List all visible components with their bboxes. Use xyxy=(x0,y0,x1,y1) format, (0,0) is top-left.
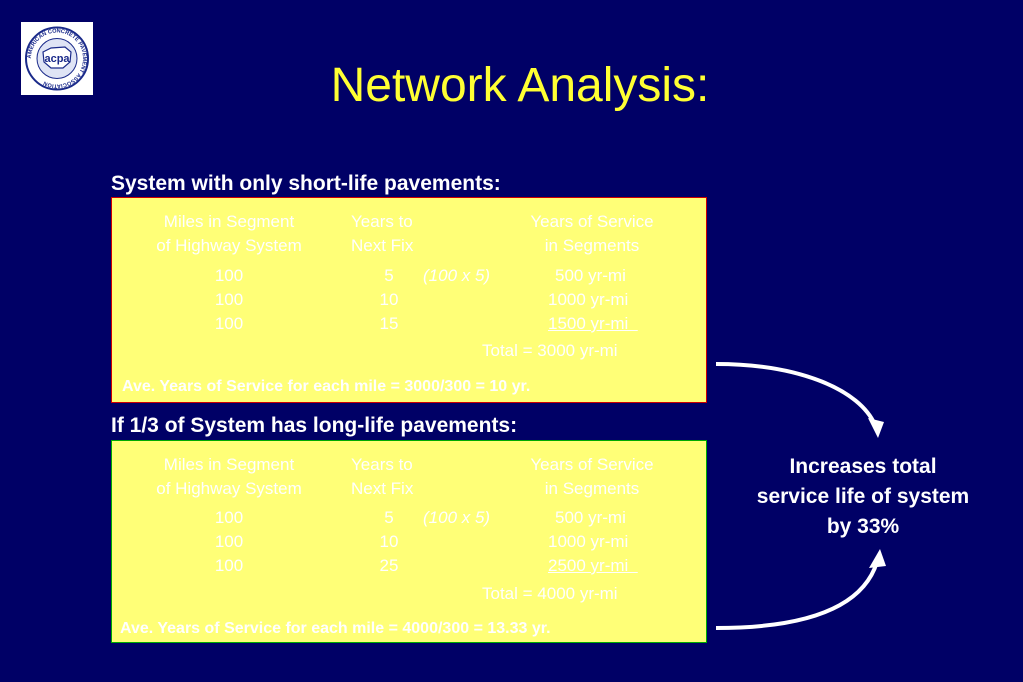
section1-label: System with only short-life pavements: xyxy=(111,172,501,195)
header-service-line2: in Segments xyxy=(544,236,640,255)
average-line: Ave. Years of Service for each mile = 30… xyxy=(122,378,531,395)
row1-miles: 100 xyxy=(214,266,244,285)
row3-service: 2500 yr-mi xyxy=(548,556,638,575)
total: Total = 4000 yr-mi xyxy=(482,584,618,603)
section2-table-box: Miles in Segment of Highway System Years… xyxy=(111,440,707,643)
header-service-line1: Years of Service xyxy=(530,455,654,474)
row1-service: 500 yr-mi xyxy=(555,266,626,285)
section2-label: If 1/3 of System has long-life pavements… xyxy=(111,414,518,437)
row3-years: 15 xyxy=(379,314,399,333)
section1-table-box: Miles in Segment of Highway System Years… xyxy=(111,197,707,403)
row2-years: 10 xyxy=(379,532,399,551)
row1-service: 500 yr-mi xyxy=(555,508,626,527)
total: Total = 3000 yr-mi xyxy=(482,341,618,360)
acpa-logo: acpa AMERICAN CONCRETE PAVEMENT ASSOCIAT… xyxy=(21,22,93,95)
acpa-seal-icon: acpa AMERICAN CONCRETE PAVEMENT ASSOCIAT… xyxy=(25,26,89,91)
lower-arrow xyxy=(715,561,879,630)
header-miles-line2: of Highway System xyxy=(156,236,302,255)
row2-miles: 100 xyxy=(214,532,244,551)
header-years-line2: Next Fix xyxy=(351,236,414,255)
row2-miles: 100 xyxy=(214,290,244,309)
header-service-line1: Years of Service xyxy=(530,212,654,231)
header-years-line1: Years to xyxy=(351,455,413,474)
row3-service: 1500 yr-mi xyxy=(548,314,638,333)
row1-years: 5 xyxy=(384,266,394,285)
result-line3: by 33% xyxy=(826,515,900,538)
upper-arrow xyxy=(715,362,877,426)
row1-years: 5 xyxy=(384,508,394,527)
row2-years: 10 xyxy=(379,290,399,309)
logo-mark-text: acpa xyxy=(44,53,70,65)
row3-miles: 100 xyxy=(214,314,244,333)
header-service-line2: in Segments xyxy=(544,479,640,498)
header-years-line1: Years to xyxy=(351,212,413,231)
result-text: Increases total service life of system b… xyxy=(732,452,994,542)
lower-arrow-head-icon xyxy=(869,549,886,568)
result-line1: Increases total xyxy=(789,455,937,478)
row3-miles: 100 xyxy=(214,556,244,575)
row2-service: 1000 yr-mi xyxy=(548,532,629,551)
row2-service: 1000 yr-mi xyxy=(548,290,629,309)
result-line2: service life of system xyxy=(756,485,970,508)
average-line: Ave. Years of Service for each mile = 40… xyxy=(120,620,551,637)
header-miles-line1: Miles in Segment xyxy=(163,455,295,474)
row3-years: 25 xyxy=(379,556,399,575)
header-miles-line2: of Highway System xyxy=(156,479,302,498)
row1-miles: 100 xyxy=(214,508,244,527)
upper-arrow-head-icon xyxy=(868,418,884,438)
header-years-line2: Next Fix xyxy=(351,479,414,498)
row1-note: (100 x 5) xyxy=(423,266,491,285)
header-miles-line1: Miles in Segment xyxy=(163,212,295,231)
row1-note: (100 x 5) xyxy=(423,508,491,527)
page-title: Network Analysis: xyxy=(330,59,710,112)
